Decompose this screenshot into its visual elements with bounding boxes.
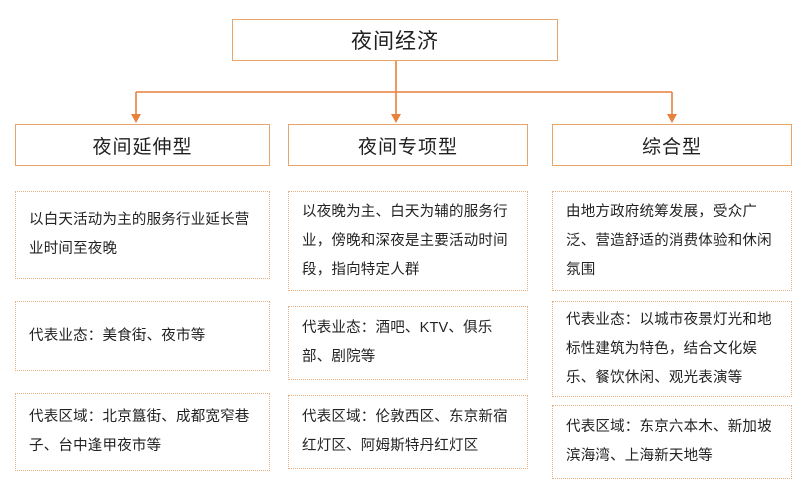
branch-card: 代表业态：以城市夜景灯光和地标性建筑为特色，结合文化娱乐、餐饮休闲、观光表演等: [552, 301, 792, 397]
branch-card-text: 代表业态：美食街、夜市等: [29, 327, 206, 344]
branch-card: 由地方政府统筹发展，受众广泛、营造舒适的消费体验和休闲氛围: [552, 191, 792, 291]
branch-column-1: 夜间延伸型 以白天活动为主的服务行业延长营业时间至夜晚 代表业态：美食街、夜市等…: [15, 124, 270, 471]
branch-card-text: 代表区域：伦敦西区、东京新宿红灯区、阿姆斯特丹红灯区: [302, 409, 508, 454]
branch-header-3: 综合型: [552, 124, 792, 166]
branch-header-label-1: 夜间延伸型: [92, 136, 193, 158]
root-node: 夜间经济: [232, 19, 558, 61]
arrowhead-3: [667, 114, 677, 123]
branch-card-text: 代表业态：酒吧、KTV、俱乐部、剧院等: [302, 320, 493, 365]
branch-card-text: 代表业态：以城市夜景灯光和地标性建筑为特色，结合文化娱乐、餐饮休闲、观光表演等: [566, 311, 772, 386]
branch-card-text: 代表区域：北京簋街、成都宽窄巷子、台中逢甲夜市等: [29, 409, 250, 454]
branch-cards-1: 以白天活动为主的服务行业延长营业时间至夜晚 代表业态：美食街、夜市等 代表区域：…: [15, 191, 270, 471]
branch-cards-3: 由地方政府统筹发展，受众广泛、营造舒适的消费体验和休闲氛围 代表业态：以城市夜景…: [552, 191, 792, 479]
branch-header-label-2: 夜间专项型: [357, 136, 458, 158]
branch-card: 代表区域：伦敦西区、东京新宿红灯区、阿姆斯特丹红灯区: [288, 395, 528, 469]
branch-card: 代表业态：美食街、夜市等: [15, 301, 270, 371]
branch-column-3: 综合型 由地方政府统筹发展，受众广泛、营造舒适的消费体验和休闲氛围 代表业态：以…: [552, 124, 792, 479]
branch-cards-2: 以夜晚为主、白天为辅的服务行业，傍晚和深夜是主要活动时间段，指向特定人群 代表业…: [288, 191, 528, 469]
branch-card-text: 代表区域：东京六本木、新加坡滨海湾、上海新天地等: [566, 419, 772, 464]
arrowhead-2: [391, 114, 401, 123]
root-node-label: 夜间经济: [351, 30, 439, 53]
branch-header-label-3: 综合型: [641, 136, 702, 158]
branch-column-2: 夜间专项型 以夜晚为主、白天为辅的服务行业，傍晚和深夜是主要活动时间段，指向特定…: [288, 124, 528, 469]
branch-card-text: 由地方政府统筹发展，受众广泛、营造舒适的消费体验和休闲氛围: [566, 203, 772, 278]
branch-card: 代表业态：酒吧、KTV、俱乐部、剧院等: [288, 306, 528, 380]
arrowhead-1: [131, 114, 141, 123]
branch-card-text: 以夜晚为主、白天为辅的服务行业，傍晚和深夜是主要活动时间段，指向特定人群: [302, 203, 508, 278]
branch-card: 以白天活动为主的服务行业延长营业时间至夜晚: [15, 191, 270, 279]
branch-card: 代表区域：北京簋街、成都宽窄巷子、台中逢甲夜市等: [15, 393, 270, 471]
branch-card: 代表区域：东京六本木、新加坡滨海湾、上海新天地等: [552, 405, 792, 479]
branch-card-text: 以白天活动为主的服务行业延长营业时间至夜晚: [29, 212, 250, 257]
branch-header-1: 夜间延伸型: [15, 124, 270, 166]
branch-header-2: 夜间专项型: [288, 124, 528, 166]
branch-card: 以夜晚为主、白天为辅的服务行业，傍晚和深夜是主要活动时间段，指向特定人群: [288, 191, 528, 291]
